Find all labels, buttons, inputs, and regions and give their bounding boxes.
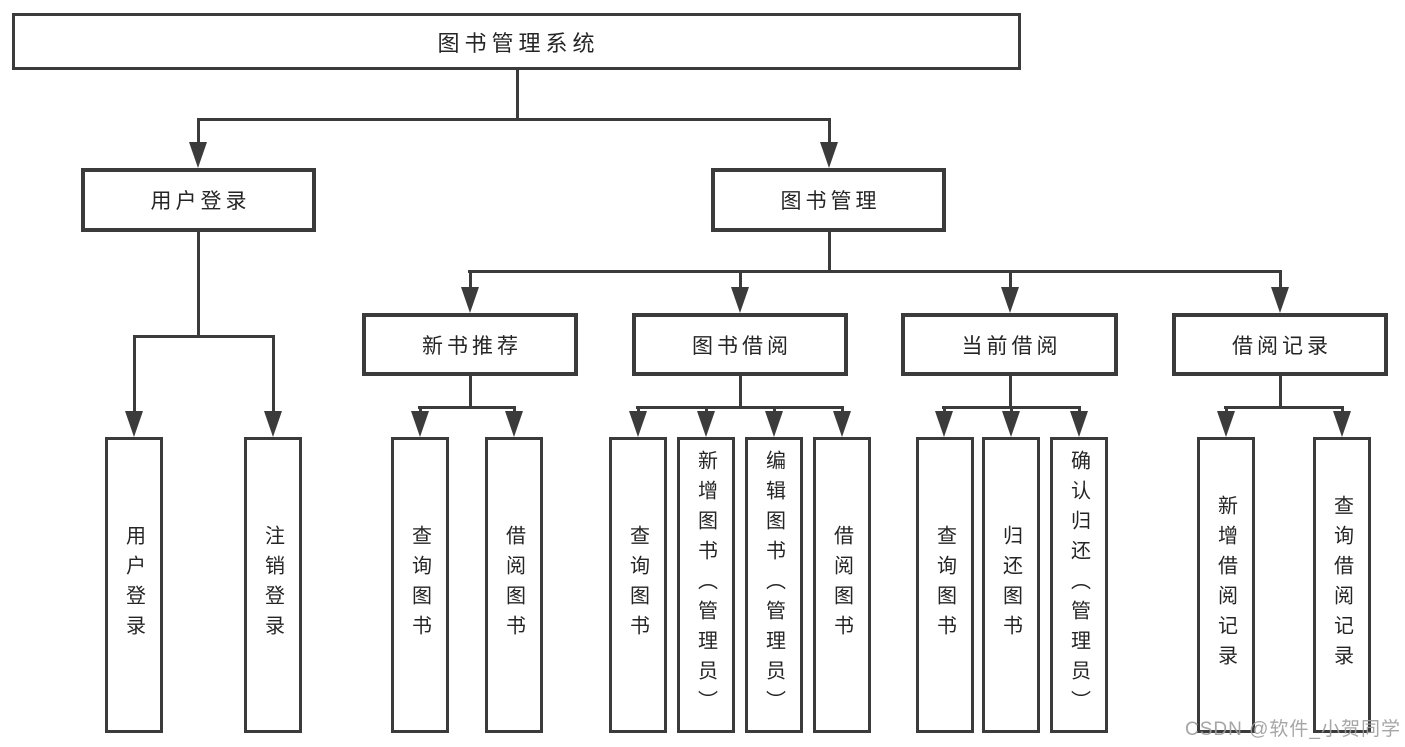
connector-line — [469, 374, 472, 408]
connector-line — [705, 406, 708, 414]
node-book-borrowing: 图书借阅 — [632, 313, 848, 376]
connector-line — [739, 374, 742, 408]
node-user-login-label: 用户登录 — [150, 190, 251, 213]
arrowhead-icon — [461, 287, 479, 313]
node-root-label: 图书管理系统 — [437, 30, 600, 56]
arrowhead-icon — [765, 411, 783, 437]
arrowhead-icon — [1070, 411, 1088, 437]
connector-line — [1279, 270, 1282, 289]
csdn-watermark: CSDN @软件_小贺同学 — [1185, 719, 1401, 740]
leaf-return-books: 归还图书 — [982, 437, 1040, 733]
connector-line — [516, 70, 519, 121]
arrowhead-icon — [264, 411, 282, 437]
connector-line — [513, 406, 516, 414]
connector-line — [272, 335, 275, 413]
leaf-query-books-current-label: 查询图书 — [933, 525, 956, 645]
arrowhead-icon — [189, 142, 207, 168]
arrowhead-icon — [411, 411, 429, 437]
connector-line — [1009, 374, 1012, 408]
leaf-borrow-books-label: 借阅图书 — [830, 525, 853, 645]
leaf-query-books-recommend: 查询图书 — [391, 437, 449, 733]
arrowhead-icon — [1217, 411, 1235, 437]
arrowhead-icon — [935, 411, 953, 437]
node-book-management: 图书管理 — [711, 168, 946, 232]
arrowhead-icon — [1271, 287, 1289, 313]
node-book-management-label: 图书管理 — [780, 190, 881, 213]
node-current-borrowing: 当前借阅 — [901, 313, 1118, 376]
leaf-query-books-current: 查询图书 — [916, 437, 974, 733]
arrowhead-icon — [125, 411, 143, 437]
leaf-user-login-label: 用户登录 — [122, 525, 145, 645]
leaf-logout-label: 注销登录 — [261, 525, 284, 645]
leaf-edit-books-admin: 编辑图书（管理员） — [745, 437, 803, 733]
connector-line — [133, 335, 136, 413]
connector-line — [1078, 406, 1081, 414]
connector-line — [1224, 406, 1344, 409]
leaf-add-books-admin-label: 新增图书（管理员） — [694, 450, 717, 720]
leaf-logout: 注销登录 — [244, 437, 302, 733]
connector-line — [773, 406, 776, 414]
connector-line — [1010, 406, 1013, 414]
connector-line — [943, 406, 946, 414]
connector-line — [1225, 406, 1228, 414]
connector-line — [1279, 374, 1282, 408]
leaf-add-borrow-record: 新增借阅记录 — [1197, 437, 1255, 733]
connector-line — [468, 270, 1282, 273]
connector-line — [739, 270, 742, 289]
node-user-login: 用户登录 — [81, 168, 316, 232]
leaf-user-login: 用户登录 — [105, 437, 163, 733]
node-borrowing-records: 借阅记录 — [1172, 313, 1388, 376]
arrowhead-icon — [697, 411, 715, 437]
connector-line — [828, 231, 831, 272]
connector-line — [197, 231, 200, 336]
connector-line — [469, 270, 472, 289]
arrowhead-icon — [731, 287, 749, 313]
leaf-query-books-recommend-label: 查询图书 — [408, 525, 431, 645]
leaf-query-books-borrowing: 查询图书 — [609, 437, 667, 733]
node-new-book-recommend-label: 新书推荐 — [422, 334, 522, 358]
leaf-return-books-label: 归还图书 — [999, 525, 1022, 645]
leaf-query-borrow-record: 查询借阅记录 — [1313, 437, 1371, 733]
node-current-borrowing-label: 当前借阅 — [961, 334, 1062, 358]
connector-line — [1341, 406, 1344, 414]
node-book-borrowing-label: 图书借阅 — [692, 334, 792, 358]
arrowhead-icon — [505, 411, 523, 437]
arrowhead-icon — [629, 411, 647, 437]
arrowhead-icon — [1002, 411, 1020, 437]
connector-line — [418, 406, 516, 409]
arrowhead-icon — [820, 142, 838, 168]
node-new-book-recommend: 新书推荐 — [362, 313, 578, 376]
arrowhead-icon — [1001, 287, 1019, 313]
arrowhead-icon — [833, 411, 851, 437]
leaf-borrow-books-recommend: 借阅图书 — [485, 437, 543, 733]
connector-line — [637, 406, 640, 414]
arrowhead-icon — [1333, 411, 1351, 437]
connector-line — [197, 118, 200, 144]
connector-line — [1009, 270, 1012, 289]
leaf-borrow-books-recommend-label: 借阅图书 — [502, 525, 525, 645]
leaf-edit-books-admin-label: 编辑图书（管理员） — [762, 450, 785, 720]
leaf-query-borrow-record-label: 查询借阅记录 — [1330, 495, 1353, 675]
connector-line — [419, 406, 422, 414]
leaf-add-books-admin: 新增图书（管理员） — [677, 437, 735, 733]
connector-line — [828, 118, 831, 144]
connector-line — [133, 335, 275, 338]
leaf-borrow-books: 借阅图书 — [813, 437, 871, 733]
leaf-confirm-return-admin-label: 确认归还（管理员） — [1067, 450, 1090, 720]
node-borrowing-records-label: 借阅记录 — [1232, 334, 1332, 358]
node-root-system: 图书管理系统 — [12, 13, 1021, 70]
connector-line — [197, 118, 831, 121]
connector-line — [841, 406, 844, 414]
leaf-add-borrow-record-label: 新增借阅记录 — [1214, 495, 1237, 675]
leaf-query-books-borrowing-label: 查询图书 — [626, 525, 649, 645]
leaf-confirm-return-admin: 确认归还（管理员） — [1050, 437, 1108, 733]
connector-line — [636, 406, 844, 409]
